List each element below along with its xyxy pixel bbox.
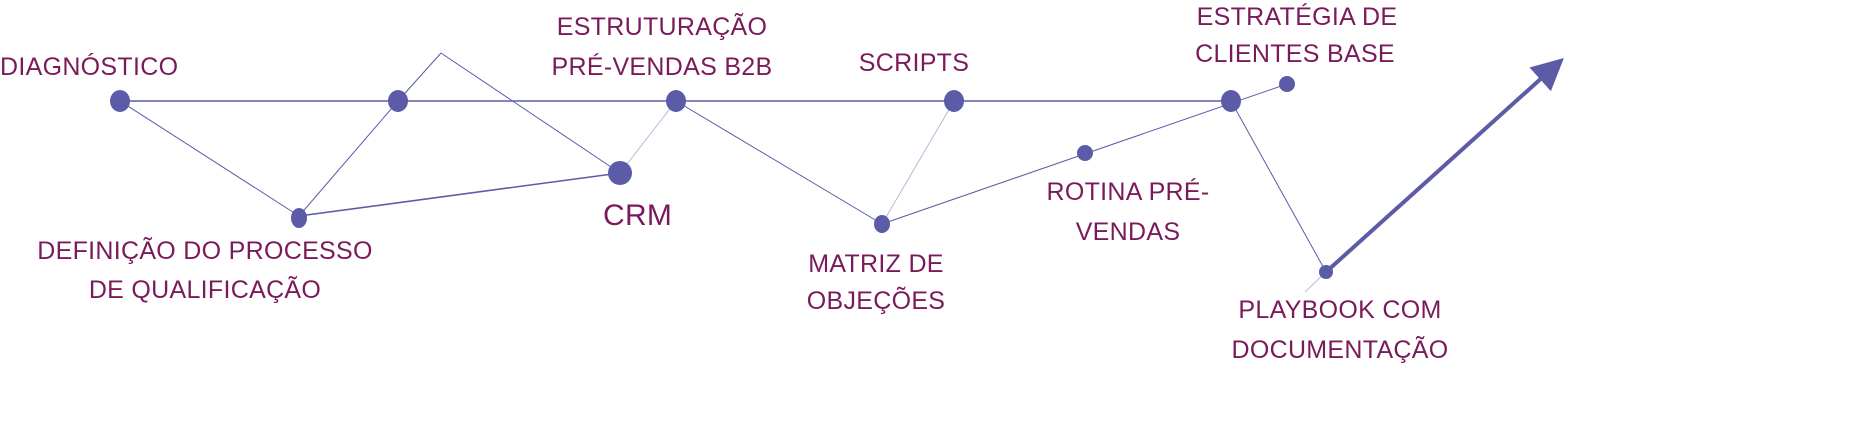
connector-line — [397, 52, 442, 102]
label-estrategia-1: ESTRATÉGIA DE — [1197, 2, 1398, 31]
connector-line — [440, 52, 621, 174]
node-crm — [608, 161, 632, 185]
connector-line — [1230, 100, 1327, 273]
node-playbook — [1319, 265, 1333, 279]
label-rotina-1: ROTINA PRÉ- — [1046, 177, 1209, 206]
node-definicao — [291, 208, 307, 228]
node-matriz — [874, 215, 890, 233]
node-estruturacao — [666, 90, 686, 112]
label-definicao-2: DE QUALIFICAÇÃO — [89, 275, 321, 304]
node-scripts — [944, 90, 964, 112]
node-estrategia — [1279, 76, 1295, 92]
label-playbook-2: DOCUMENTAÇÃO — [1231, 335, 1448, 364]
node-diagnostico — [110, 90, 130, 112]
connector-line — [298, 100, 399, 217]
node-rotina — [1077, 145, 1093, 161]
connector-line — [619, 100, 677, 174]
labels: DIAGNÓSTICO DEFINIÇÃO DO PROCESSO DE QUA… — [0, 2, 1448, 364]
label-matriz-2: OBJEÇÕES — [807, 286, 946, 315]
connector-line — [881, 100, 955, 225]
connector-line — [675, 100, 883, 225]
label-crm: CRM — [603, 199, 672, 232]
connector-line — [298, 172, 621, 217]
growth-arrow — [1324, 57, 1564, 274]
label-scripts: SCRIPTS — [859, 49, 969, 77]
label-estrategia-2: CLIENTES BASE — [1195, 40, 1395, 68]
label-estruturacao-1: ESTRUTURAÇÃO — [557, 12, 768, 41]
label-matriz-1: MATRIZ DE — [808, 250, 944, 278]
label-rotina-2: VENDAS — [1076, 218, 1181, 246]
label-playbook-1: PLAYBOOK COM — [1238, 296, 1441, 324]
label-definicao-1: DEFINIÇÃO DO PROCESSO — [37, 236, 373, 265]
label-estruturacao-2: PRÉ-VENDAS B2B — [552, 52, 773, 81]
node-hub — [1221, 90, 1241, 112]
node-extra — [388, 90, 408, 112]
label-diagnostico: DIAGNÓSTICO — [0, 52, 178, 81]
nodes — [110, 76, 1333, 279]
connector-line — [119, 100, 300, 217]
